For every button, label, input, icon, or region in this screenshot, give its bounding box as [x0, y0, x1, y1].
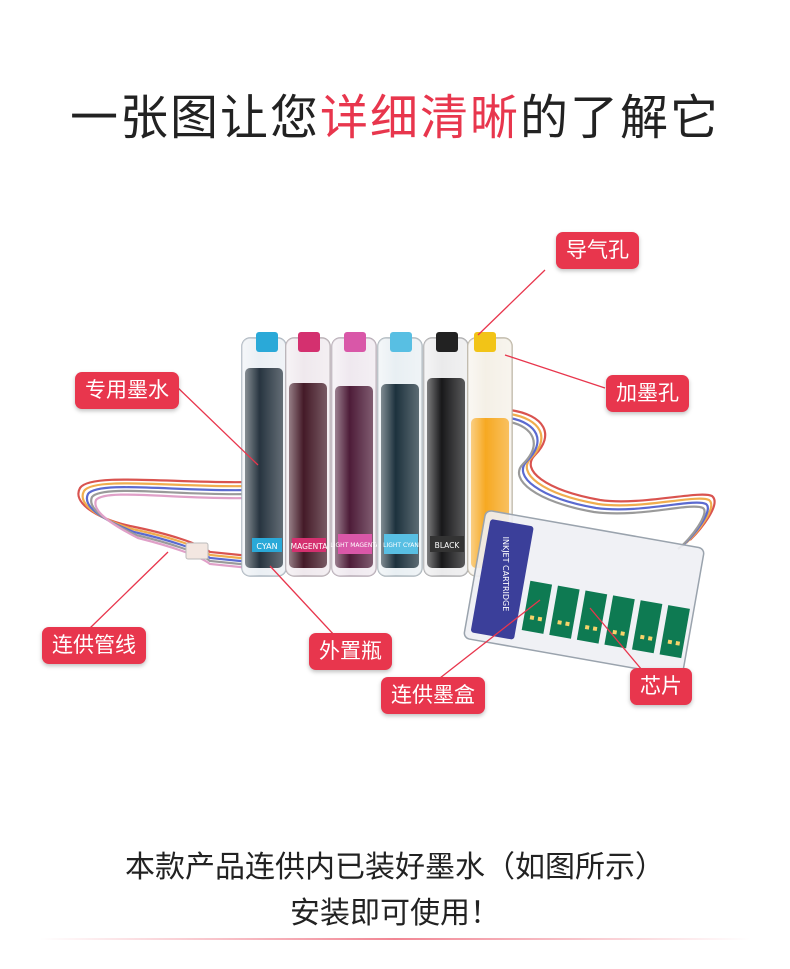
- external-bottles: CYAN MAGENTA LIGHT MAGENTA LIGHT CYAN: [241, 332, 513, 577]
- bottle-cyan: CYAN: [241, 332, 287, 577]
- callout-ciss-cartridge: 连供墨盒: [381, 677, 485, 715]
- cartridge-label: INKJET CARTRIDGE: [501, 537, 510, 612]
- bottle-label-magenta: MAGENTA: [291, 542, 329, 551]
- tube-clip: [185, 542, 209, 560]
- bottle-label-black: BLACK: [435, 541, 461, 550]
- chips: [521, 580, 690, 659]
- page-headline: 一张图让您详细清晰的了解它: [0, 78, 790, 148]
- footer-line-1: 本款产品连供内已装好墨水（如图所示）: [125, 850, 665, 885]
- headline-part2: 的了解它: [520, 90, 721, 146]
- bottle-light-magenta: LIGHT MAGENTA: [330, 332, 381, 577]
- leader-lines: [89, 269, 643, 679]
- ciss-tube-left: [77, 478, 251, 570]
- footer-divider: [40, 938, 750, 940]
- ciss-cartridge: INKJET CARTRIDGE: [463, 510, 705, 677]
- bottle-label-light-magenta: LIGHT MAGENTA: [330, 542, 380, 549]
- ciss-tube-right: [509, 408, 716, 550]
- callout-chip: 芯片: [630, 668, 692, 706]
- bottle-magenta: MAGENTA: [285, 332, 331, 577]
- callout-external-bottle: 外置瓶: [309, 633, 392, 671]
- bottle-black: BLACK: [423, 332, 469, 577]
- headline-part1: 一张图让您: [69, 90, 320, 146]
- headline-highlight: 详细清晰: [319, 90, 520, 146]
- bottle-light-cyan: LIGHT CYAN: [377, 332, 423, 577]
- callout-ciss-tube: 连供管线: [42, 627, 146, 665]
- callout-special-ink: 专用墨水: [75, 372, 179, 410]
- callout-fill-hole: 加墨孔: [606, 375, 689, 413]
- bottle-label-cyan: CYAN: [256, 542, 277, 551]
- ciss-illustration: CYAN MAGENTA LIGHT MAGENTA LIGHT CYAN: [77, 269, 716, 679]
- footer-line-2: 安装即可使用！: [290, 896, 500, 931]
- bottle-label-light-cyan: LIGHT CYAN: [383, 542, 419, 549]
- callout-air-hole: 导气孔: [556, 232, 639, 270]
